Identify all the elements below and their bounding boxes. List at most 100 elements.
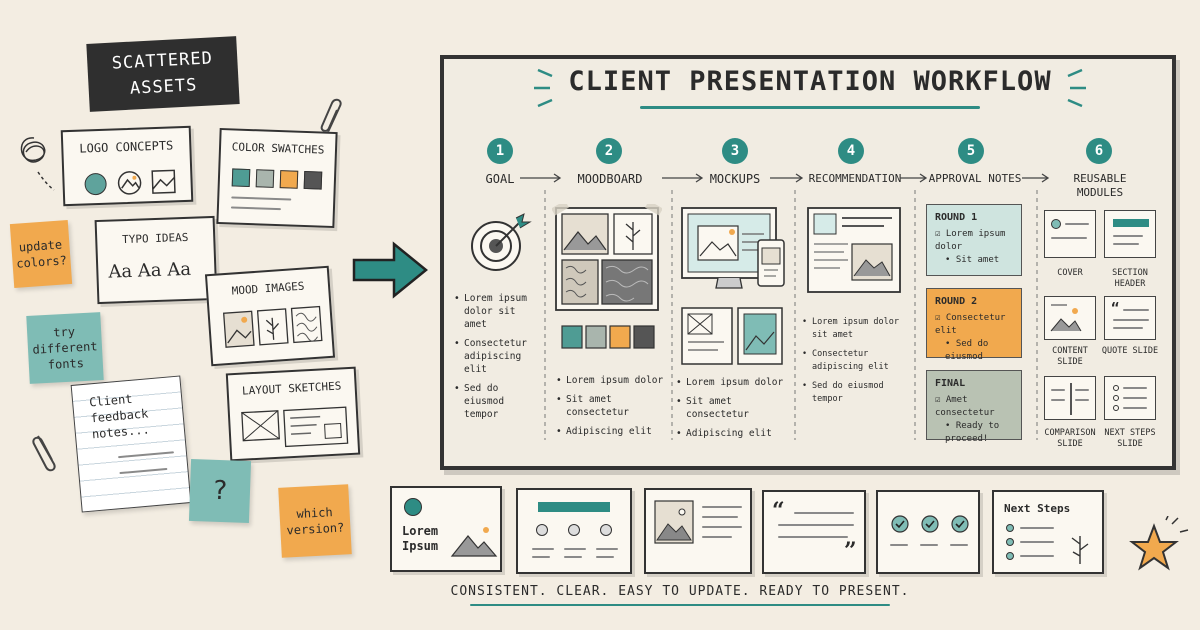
recommendation-bullet: Consectetur adipiscing elit [802, 348, 918, 374]
tagline-underline [470, 604, 890, 606]
moodboard-illustration [552, 204, 662, 349]
round-1-title: Round 1 [935, 212, 978, 223]
strip-image-slide [644, 488, 752, 574]
step-6-number: 6 [1086, 138, 1112, 164]
logo-concepts-label: Logo Concepts [79, 138, 174, 156]
board-title: CLIENT PRESENTATION WORKFLOW [568, 66, 1052, 97]
round-1-line1: ☑ Lorem ipsum dolor [935, 229, 1006, 252]
step-3-title: MOCKUPS [709, 172, 761, 186]
mood-thumbnails [222, 305, 323, 348]
logo-image-icon [151, 169, 176, 194]
module-section-header-label: Section Header [1112, 268, 1148, 289]
note-update-colors: update colors? [9, 220, 73, 288]
client-feedback-text: Client feedback notes... [88, 391, 151, 442]
round-2-line1: ☑ Consectetur elit [935, 313, 1006, 336]
module-comparison-slide-thumb [1044, 376, 1096, 420]
step-2-number: 2 [596, 138, 622, 164]
step-5-title: APPROVAL NOTES [928, 172, 1022, 185]
recommendation-bullets: Lorem ipsum dolor sit amet Consectetur a… [802, 316, 918, 412]
scribble-icon [20, 137, 55, 191]
module-content-slide-label: Content Slide [1052, 346, 1088, 367]
module-content-slide-thumb [1044, 296, 1096, 340]
color-swatches-label: Color Swatches [231, 140, 325, 157]
goal-bullet: Lorem ipsum dolor sit amet [454, 292, 542, 331]
logo-mountain-icon [117, 171, 142, 195]
module-quote-slide-thumb: “ [1104, 296, 1156, 340]
module-cover-thumb [1044, 210, 1096, 258]
goal-bullet: Sed do eiusmod tempor [454, 382, 542, 421]
typo-ideas-card: Typo Ideas Aa Aa Aa [94, 215, 218, 305]
mockups-bullet: Sit amet consectetur [676, 395, 786, 421]
mockups-bullet: Adipiscing elit [676, 427, 786, 440]
strip-next-steps-slide: Next Steps [992, 490, 1104, 574]
moodboard-bullet: Lorem ipsum dolor [556, 374, 666, 387]
quote-open-icon: “ [772, 498, 785, 524]
typo-sample: Aa Aa Aa [108, 258, 192, 283]
module-comparison-slide-label: Comparison Slide [1044, 428, 1096, 449]
layout-sketches-label: Layout Sketches [241, 379, 342, 398]
recommendation-bullet: Sed do eiusmod tempor [802, 380, 918, 406]
recommendation-bullet: Lorem ipsum dolor sit amet [802, 316, 918, 342]
tagline: CONSISTENT. CLEAR. EASY TO UPDATE. READY… [450, 584, 910, 599]
typo-ideas-label: Typo Ideas [121, 230, 189, 247]
strip-cover-slide: Lorem Ipsum [390, 486, 502, 572]
final-line2: • Ready to proceed! [945, 421, 1000, 444]
step-2-title: MOODBOARD [577, 172, 643, 186]
strip-next-steps-title: Next Steps [1004, 502, 1071, 515]
module-next-steps-thumb [1104, 376, 1156, 420]
title-spark-right-icon [1067, 68, 1086, 108]
logo-circle-icon [84, 172, 107, 196]
mockups-bullet: Lorem ipsum dolor [676, 376, 786, 389]
module-quote-slide-label: Quote Slide [1101, 346, 1159, 356]
final-line1: ☑ Amet consectetur [935, 395, 995, 418]
mood-images-card: Mood Images [204, 265, 336, 367]
strip-checks-slide [876, 490, 980, 574]
plant-icon [1071, 536, 1089, 564]
strip-cover-text: Lorem Ipsum [402, 524, 439, 553]
scattered-assets-banner: Scattered Assets [86, 36, 240, 112]
strip-quote-slide: “ ” [762, 490, 866, 574]
mockups-bullets: Lorem ipsum dolor Sit amet consectetur A… [676, 376, 786, 446]
goal-bullet: Consectetur adipiscing elit [454, 337, 542, 376]
title-underline [640, 106, 980, 109]
title-spark-left-icon [534, 68, 553, 108]
note-question: ? [188, 458, 252, 524]
note-which-version: which version? [278, 484, 352, 558]
swatch-charcoal [303, 170, 323, 190]
recommendation-illustration [807, 207, 901, 293]
step-1-number: 1 [487, 138, 513, 164]
moodboard-bullets: Lorem ipsum dolor Sit amet consectetur A… [556, 374, 666, 444]
paperclip-icon [320, 98, 342, 133]
round-2-note: Round 2 ☑ Consectetur elit • Sed do eius… [926, 288, 1022, 362]
round-2-title: Round 2 [935, 296, 978, 307]
step-4-number: 4 [838, 138, 864, 164]
round-1-note: Round 1 ☑ Lorem ipsum dolor • Sit amet [926, 204, 1022, 276]
layout-sketches-card: Layout Sketches [225, 366, 361, 462]
module-cover-label: Cover [1057, 268, 1083, 278]
step-4-title: RECOMMENDATION [808, 172, 902, 185]
arrow-right-icon [352, 241, 428, 299]
moodboard-bullet: Adipiscing elit [556, 425, 666, 438]
logo-concepts-card: Logo Concepts [60, 125, 194, 207]
paperclip-icon [32, 435, 56, 472]
final-title: Final [935, 378, 966, 389]
step-arrows [520, 173, 1050, 183]
swatch-orange [279, 170, 299, 189]
step-5-number: 5 [958, 138, 984, 164]
swatch-teal [231, 168, 251, 188]
final-note: Final ☑ Amet consectetur • Ready to proc… [926, 370, 1022, 444]
layout-sketch-icon [241, 406, 349, 448]
module-section-header-thumb [1104, 210, 1156, 258]
strip-section-slide [516, 488, 632, 574]
star-icon [1129, 516, 1189, 571]
module-next-steps-label: Next Steps Slide [1104, 428, 1156, 449]
step-1-title: GOAL [485, 172, 515, 186]
mood-images-label: Mood Images [231, 279, 305, 298]
round-1-line2: • Sit amet [945, 255, 1000, 265]
round-2-line2: • Sed do eiusmod [945, 339, 989, 362]
moodboard-bullet: Sit amet consectetur [556, 393, 666, 419]
step-3-number: 3 [722, 138, 748, 164]
mockups-illustration [681, 207, 785, 365]
quote-close-icon: ” [844, 538, 857, 564]
client-feedback-note: Client feedback notes... [70, 375, 192, 513]
